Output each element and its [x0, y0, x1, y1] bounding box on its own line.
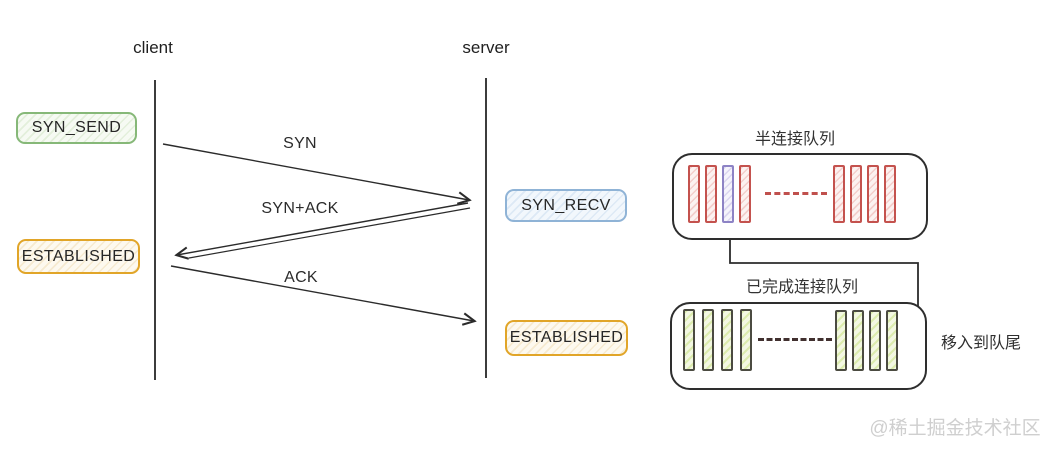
green-connection-slot-bar	[886, 310, 898, 371]
ack-message-label: ACK	[284, 269, 318, 286]
syn-ack-arrow	[177, 202, 469, 255]
red-connection-slot-bar	[688, 165, 700, 223]
client-label: client	[133, 38, 173, 57]
syn-message-label: SYN	[283, 135, 317, 152]
half-open-queue-ellipsis	[765, 192, 827, 195]
red-connection-slot-bar	[739, 165, 751, 223]
green-connection-slot-bar	[683, 309, 695, 371]
move-to-tail-note: 移入到队尾	[941, 335, 1022, 352]
red-connection-slot-bar	[833, 165, 845, 223]
green-connection-slot-bar	[702, 309, 714, 371]
state-box-syn-recv: SYN_RECV	[505, 189, 627, 222]
state-box-client-established: ESTABLISHED	[17, 239, 140, 274]
green-connection-slot-bar	[721, 309, 733, 371]
accepted-queue-title: 已完成连接队列	[745, 279, 859, 296]
red-connection-slot-bar	[884, 165, 896, 223]
server-label: server	[462, 38, 510, 57]
red-connection-slot-bar	[867, 165, 879, 223]
state-box-syn-send: SYN_SEND	[16, 112, 137, 144]
syn-arrow	[162, 143, 469, 200]
accepted-queue-right-bars	[835, 310, 898, 371]
red-connection-slot-bar	[850, 165, 862, 223]
syn-ack-message-label: SYN+ACK	[261, 200, 339, 217]
green-connection-slot-bar	[869, 310, 881, 371]
half-open-queue-title: 半连接队列	[754, 131, 836, 148]
half-open-queue-right-bars	[833, 165, 896, 223]
syn-ack-arrow-second-stroke	[188, 207, 471, 259]
red-connection-slot-bar	[705, 165, 717, 223]
accepted-queue-left-bars	[683, 309, 752, 371]
green-connection-slot-bar	[740, 309, 752, 371]
accepted-queue-ellipsis	[758, 338, 832, 341]
green-connection-slot-bar	[835, 310, 847, 371]
purple-connection-slot-bar	[722, 165, 734, 223]
state-box-server-established: ESTABLISHED	[505, 320, 628, 356]
ack-arrow	[170, 265, 474, 321]
half-open-queue-left-bars	[688, 165, 751, 223]
green-connection-slot-bar	[852, 310, 864, 371]
watermark: @稀土掘金技术社区	[869, 418, 1041, 439]
